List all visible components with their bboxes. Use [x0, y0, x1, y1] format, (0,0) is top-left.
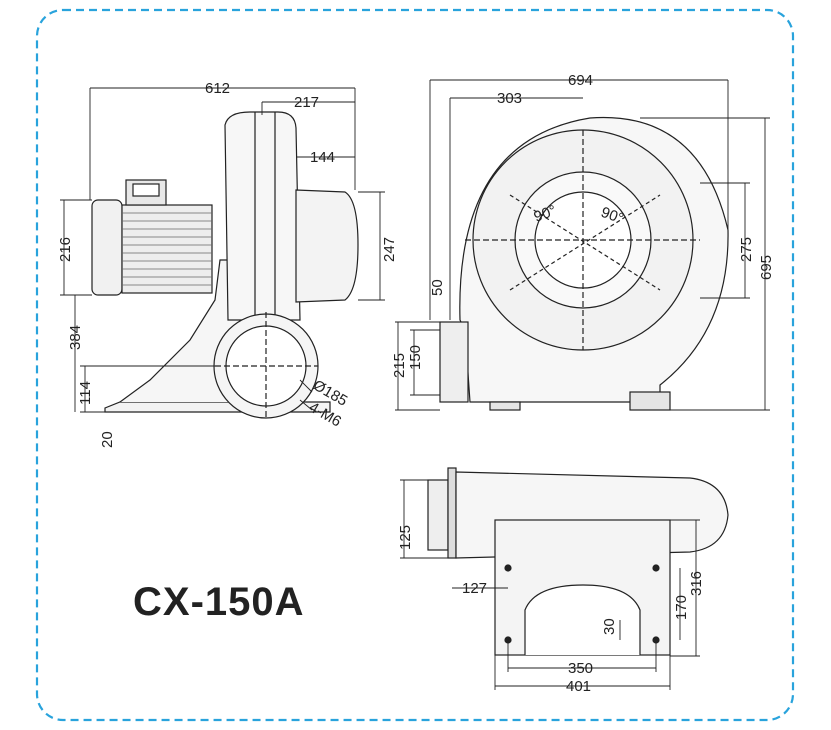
dim-170: 170: [673, 595, 690, 620]
dim-150: 150: [407, 345, 424, 370]
bottom-cutout: [524, 584, 641, 655]
dim-144: 144: [310, 149, 335, 166]
model-title: CX-150A: [133, 580, 305, 624]
bottom-flange: [427, 479, 449, 551]
front-dimensions: [395, 79, 770, 411]
angle-right: 90°: [599, 204, 626, 228]
dim-216: 216: [57, 237, 74, 262]
dim-275: 275: [738, 237, 755, 262]
bottom-view: [427, 467, 729, 656]
motor-body: [91, 199, 123, 296]
dashed-border: [35, 8, 795, 722]
front-view: [439, 116, 729, 411]
motor-fins: [121, 204, 213, 294]
dim-401: 401: [566, 678, 591, 695]
dim-350: 350: [568, 660, 593, 677]
dim-612: 612: [205, 80, 230, 97]
bottom-flange-plate: [447, 467, 457, 559]
side-dimensions: [60, 87, 385, 413]
dim-215: 215: [391, 353, 408, 378]
dim-694: 694: [568, 72, 593, 89]
dim-114: 114: [77, 381, 94, 405]
front-foot-left: [489, 401, 521, 411]
dim-384: 384: [67, 325, 84, 350]
front-outlet-flange: [439, 321, 469, 403]
dim-125: 125: [397, 525, 414, 550]
dim-50: 50: [429, 279, 446, 296]
dim-316: 316: [688, 571, 705, 596]
side-inlet: [295, 189, 359, 303]
dim-20: 20: [99, 431, 116, 448]
side-view: [91, 111, 359, 419]
bottom-dimensions: [400, 479, 700, 690]
dim-247: 247: [381, 237, 398, 262]
dim-695: 695: [758, 255, 775, 280]
dim-217: 217: [294, 94, 319, 111]
dim-303: 303: [497, 90, 522, 107]
front-foot-right: [629, 391, 671, 411]
dim-30: 30: [601, 618, 618, 635]
side-housing: [224, 111, 301, 321]
dim-127: 127: [462, 580, 487, 597]
angle-left: 90°: [532, 202, 559, 226]
